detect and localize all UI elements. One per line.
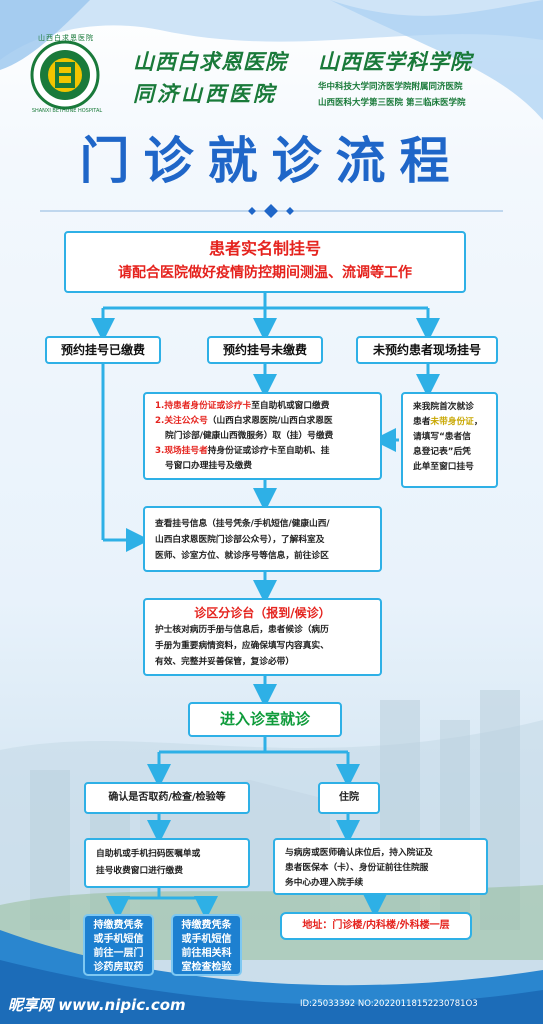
exam-line-1: 持缴费凭条	[181, 920, 232, 931]
pharmacy-line-1: 持缴费凭条	[93, 920, 144, 931]
first-visit-line-2: 患者未带身份证，	[413, 415, 496, 430]
hospitalization-branch-box: 住院	[318, 782, 380, 814]
triage-desk-box: 诊区分诊台（报到/候诊） 护士核对病历手册与信息后，患者候诊（病历 手册为重要病…	[143, 598, 382, 676]
registration-title: 患者实名制挂号	[208, 239, 321, 258]
watermark-id: ID:25033392 NO:20220118152230781O3	[300, 999, 478, 1009]
exam-test-box: 持缴费凭条 或手机短信 前往相关科 室检查检验	[171, 914, 242, 976]
step-1-number: 1.持	[155, 401, 174, 411]
option-walk-in-label: 未预约患者现场挂号	[372, 343, 481, 357]
option-unpaid-label: 预约挂号未缴费	[222, 343, 307, 357]
step-3-highlight: 现场挂号者	[164, 446, 208, 456]
enter-consultation-room-box: 进入诊室就诊	[188, 702, 342, 737]
triage-line-3: 有效、完整并妥善保管，复诊必带）	[155, 657, 294, 667]
first-visit-box: 来我院首次就诊 患者未带身份证， 请填写“患者信 息登记表”后凭 此单至窗口挂号	[401, 392, 498, 488]
pharmacy-line-3: 前往一层门	[93, 948, 144, 959]
step-2-number: 2.	[155, 416, 165, 426]
step-1-text: 至自助机或窗口缴费	[251, 401, 330, 411]
first-visit-patient: 患者	[413, 417, 431, 427]
address-label: 地址：门诊楼/内科楼/外科楼一层	[302, 920, 450, 931]
first-visit-line-3: 请填写“患者信	[413, 432, 471, 442]
option-unpaid: 预约挂号未缴费	[207, 336, 323, 364]
triage-line-2: 手册为重要病情资料，应确保填写内容真实、	[155, 641, 329, 651]
registration-notice-box: 患者实名制挂号 请配合医院做好疫情防控期间测温、流调等工作	[64, 231, 466, 293]
first-visit-comma: ，	[473, 417, 483, 427]
step-2-highlight: 关注公众号	[164, 416, 208, 426]
admission-line-3: 务中心办理入院手续	[285, 878, 364, 888]
payment-line-2: 挂号收费窗口进行缴费	[96, 866, 183, 876]
payment-line-1: 自助机或手机扫码医嘱单或	[96, 849, 201, 859]
address-box: 地址：门诊楼/内科楼/外科楼一层	[280, 912, 472, 940]
admission-line-1: 与病房或医师确认床位后，持入院证及	[285, 848, 433, 858]
admission-procedure-box: 与病房或医师确认床位后，持入院证及 患者医保本（卡）、身份证前往住院服 务中心办…	[273, 838, 488, 895]
medication-exam-branch-label: 确认是否取药/检查/检验等	[108, 792, 226, 803]
hospital-name-3: 同济山西医院	[133, 82, 277, 106]
check-info-line-3: 医师、诊室方位、就诊序号等信息，前往诊区	[155, 551, 329, 561]
medication-exam-branch-box: 确认是否取药/检查/检验等	[84, 782, 250, 814]
option-prepaid-label: 预约挂号已缴费	[60, 343, 145, 357]
admission-line-2: 患者医保本（卡）、身份证前往住院服	[285, 863, 429, 873]
exam-line-2: 或手机短信	[181, 934, 232, 945]
page-title: 门诊就诊流程	[79, 132, 464, 190]
triage-line-1: 护士核对病历手册与信息后，患者候诊（病历	[155, 625, 329, 635]
hospital-name-1: 山西白求恩医院	[133, 50, 287, 74]
hospital-logo	[30, 40, 100, 110]
first-visit-line-4: 息登记表”后凭	[413, 447, 471, 457]
step-2-cont: 院门诊部/健康山西微服务）取（挂）号缴费	[165, 431, 334, 441]
pharmacy-pickup-box: 持缴费凭条 或手机短信 前往一层门 诊药房取药	[83, 914, 154, 976]
step-3-text: 持身份证或诊疗卡至自助机、挂	[207, 446, 330, 456]
hospital-name-2: 山西医学科学院	[318, 50, 472, 74]
enter-room-label: 进入诊室就诊	[219, 710, 310, 728]
step-3-number: 3.	[155, 446, 165, 456]
first-visit-no-id: 未带身份证	[430, 417, 474, 427]
step-3: 3.现场挂号者持身份证或诊疗卡至自助机、挂	[155, 444, 380, 459]
pharmacy-line-4: 诊药房取药	[93, 962, 144, 973]
first-visit-line-1: 来我院首次就诊	[413, 402, 474, 412]
step-3-cont: 号窗口办理挂号及缴费	[165, 461, 252, 471]
fee-payment-box: 自助机或手机扫码医嘱单或 挂号收费窗口进行缴费	[84, 838, 250, 888]
first-visit-line-5: 此单至窗口挂号	[413, 462, 474, 472]
exam-line-3: 前往相关科	[181, 948, 232, 959]
option-walk-in: 未预约患者现场挂号	[356, 336, 498, 364]
hospital-affiliation-2: 山西医科大学第三医院 第三临床医学院	[318, 98, 466, 108]
step-1-highlight: 患者身份证或诊疗卡	[173, 401, 252, 411]
hospital-affiliation-1: 华中科技大学同济医学院附属同济医院	[318, 82, 463, 92]
payment-steps-box: 1.持患者身份证或诊疗卡至自助机或窗口缴费 2.关注公众号（山西白求恩医院/山西…	[143, 392, 382, 480]
logo-sub-text: SHANXI BETHUNE HOSPITAL	[31, 108, 103, 114]
triage-title: 诊区分诊台（报到/候诊）	[194, 606, 331, 620]
title-divider	[40, 204, 503, 218]
check-info-line-1: 查看挂号信息（挂号凭条/手机短信/健康山西/	[155, 519, 330, 529]
step-2-text: （山西白求恩医院/山西白求恩医	[207, 416, 333, 426]
check-registration-info-box: 查看挂号信息（挂号凭条/手机短信/健康山西/ 山西白求恩医院门诊部公众号），了解…	[143, 506, 382, 572]
exam-line-4: 室检查检验	[181, 962, 232, 973]
logo-ring-text: 山西白求恩医院	[38, 34, 94, 42]
epidemic-notice: 请配合医院做好疫情防控期间测温、流调等工作	[118, 265, 412, 281]
step-1: 1.持患者身份证或诊疗卡至自助机或窗口缴费	[155, 399, 380, 414]
watermark-site: 昵享网 www.nipic.com	[8, 996, 186, 1014]
hospitalization-branch-label: 住院	[339, 792, 359, 803]
check-info-line-2: 山西白求恩医院门诊部公众号），了解科室及	[155, 535, 325, 545]
option-prepaid: 预约挂号已缴费	[45, 336, 161, 364]
pharmacy-line-2: 或手机短信	[93, 934, 144, 945]
step-2: 2.关注公众号（山西白求恩医院/山西白求恩医	[155, 414, 380, 429]
